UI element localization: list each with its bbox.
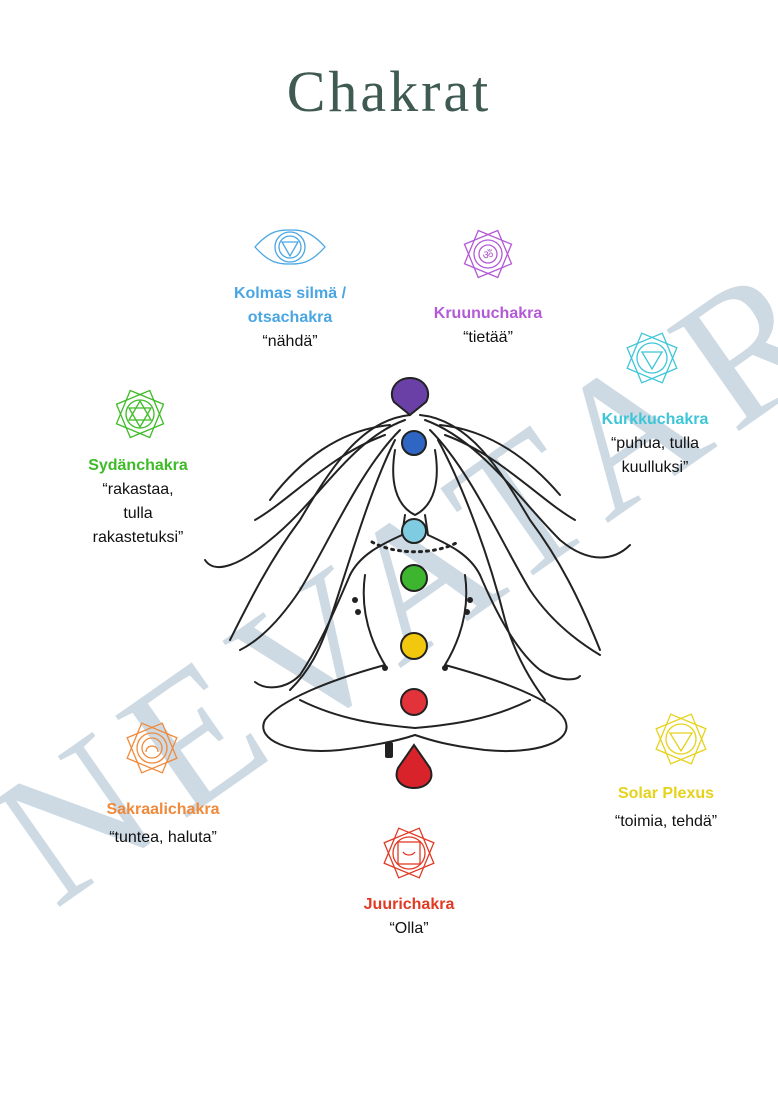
third-eye-icon xyxy=(254,229,326,265)
root-teardrop xyxy=(395,743,433,790)
throat-label: Kurkkuchakra “puhua, tulla kuulluksi” xyxy=(585,408,725,480)
crown-desc: “tietää” xyxy=(463,329,513,346)
heart-dot xyxy=(400,564,428,592)
third-eye-label: Kolmas silmä / otsachakra “nähdä” xyxy=(215,282,365,354)
heart-desc-line1: “rakastaa, xyxy=(102,481,174,498)
sacral-name: Sakraalichakra xyxy=(106,801,220,818)
sacral-label: Sakraalichakra “tuntea, haluta” xyxy=(88,798,238,850)
third-eye-name-line2: otsachakra xyxy=(247,309,333,326)
crown-teardrop xyxy=(390,376,430,417)
third-eye-desc: “nähdä” xyxy=(262,333,318,350)
root-name: Juurichakra xyxy=(363,896,455,913)
root-icon xyxy=(383,827,435,879)
svg-text:ॐ: ॐ xyxy=(483,248,494,262)
throat-desc-line1: “puhua, tulla xyxy=(610,435,700,452)
page-title: Chakrat xyxy=(286,59,492,124)
sacral-dot xyxy=(400,688,428,716)
crown-name: Kruunuchakra xyxy=(433,305,543,322)
heart-desc-line2: tulla xyxy=(123,505,153,522)
sacral-desc: “tuntea, haluta” xyxy=(109,829,217,846)
solar-plexus-dot xyxy=(400,632,428,660)
heart-label: Sydänchakra “rakastaa, tulla rakastetuks… xyxy=(68,454,208,550)
throat-name: Kurkkuchakra xyxy=(601,411,709,428)
solar-plexus-label: Solar Plexus “toimia, tehdä” xyxy=(600,782,732,834)
solar-plexus-name: Solar Plexus xyxy=(617,785,715,802)
third-eye-dot xyxy=(401,430,427,456)
throat-desc-line2: kuulluksi” xyxy=(621,459,689,476)
crown-label: Kruunuchakra “tietää” xyxy=(418,302,558,350)
sacral-icon xyxy=(126,722,178,774)
heart-desc-line3: rakastetuksi” xyxy=(92,529,184,546)
solar-plexus-icon xyxy=(655,713,707,765)
heart-name: Sydänchakra xyxy=(88,457,188,474)
throat-dot xyxy=(401,518,427,544)
root-desc: “Olla” xyxy=(389,920,429,937)
heart-icon xyxy=(115,389,165,439)
root-label: Juurichakra “Olla” xyxy=(340,893,478,941)
third-eye-name-line1: Kolmas silmä / xyxy=(233,285,347,302)
solar-plexus-desc: “toimia, tehdä” xyxy=(614,813,718,830)
throat-icon xyxy=(626,332,678,384)
crown-icon: ॐ xyxy=(463,229,513,279)
